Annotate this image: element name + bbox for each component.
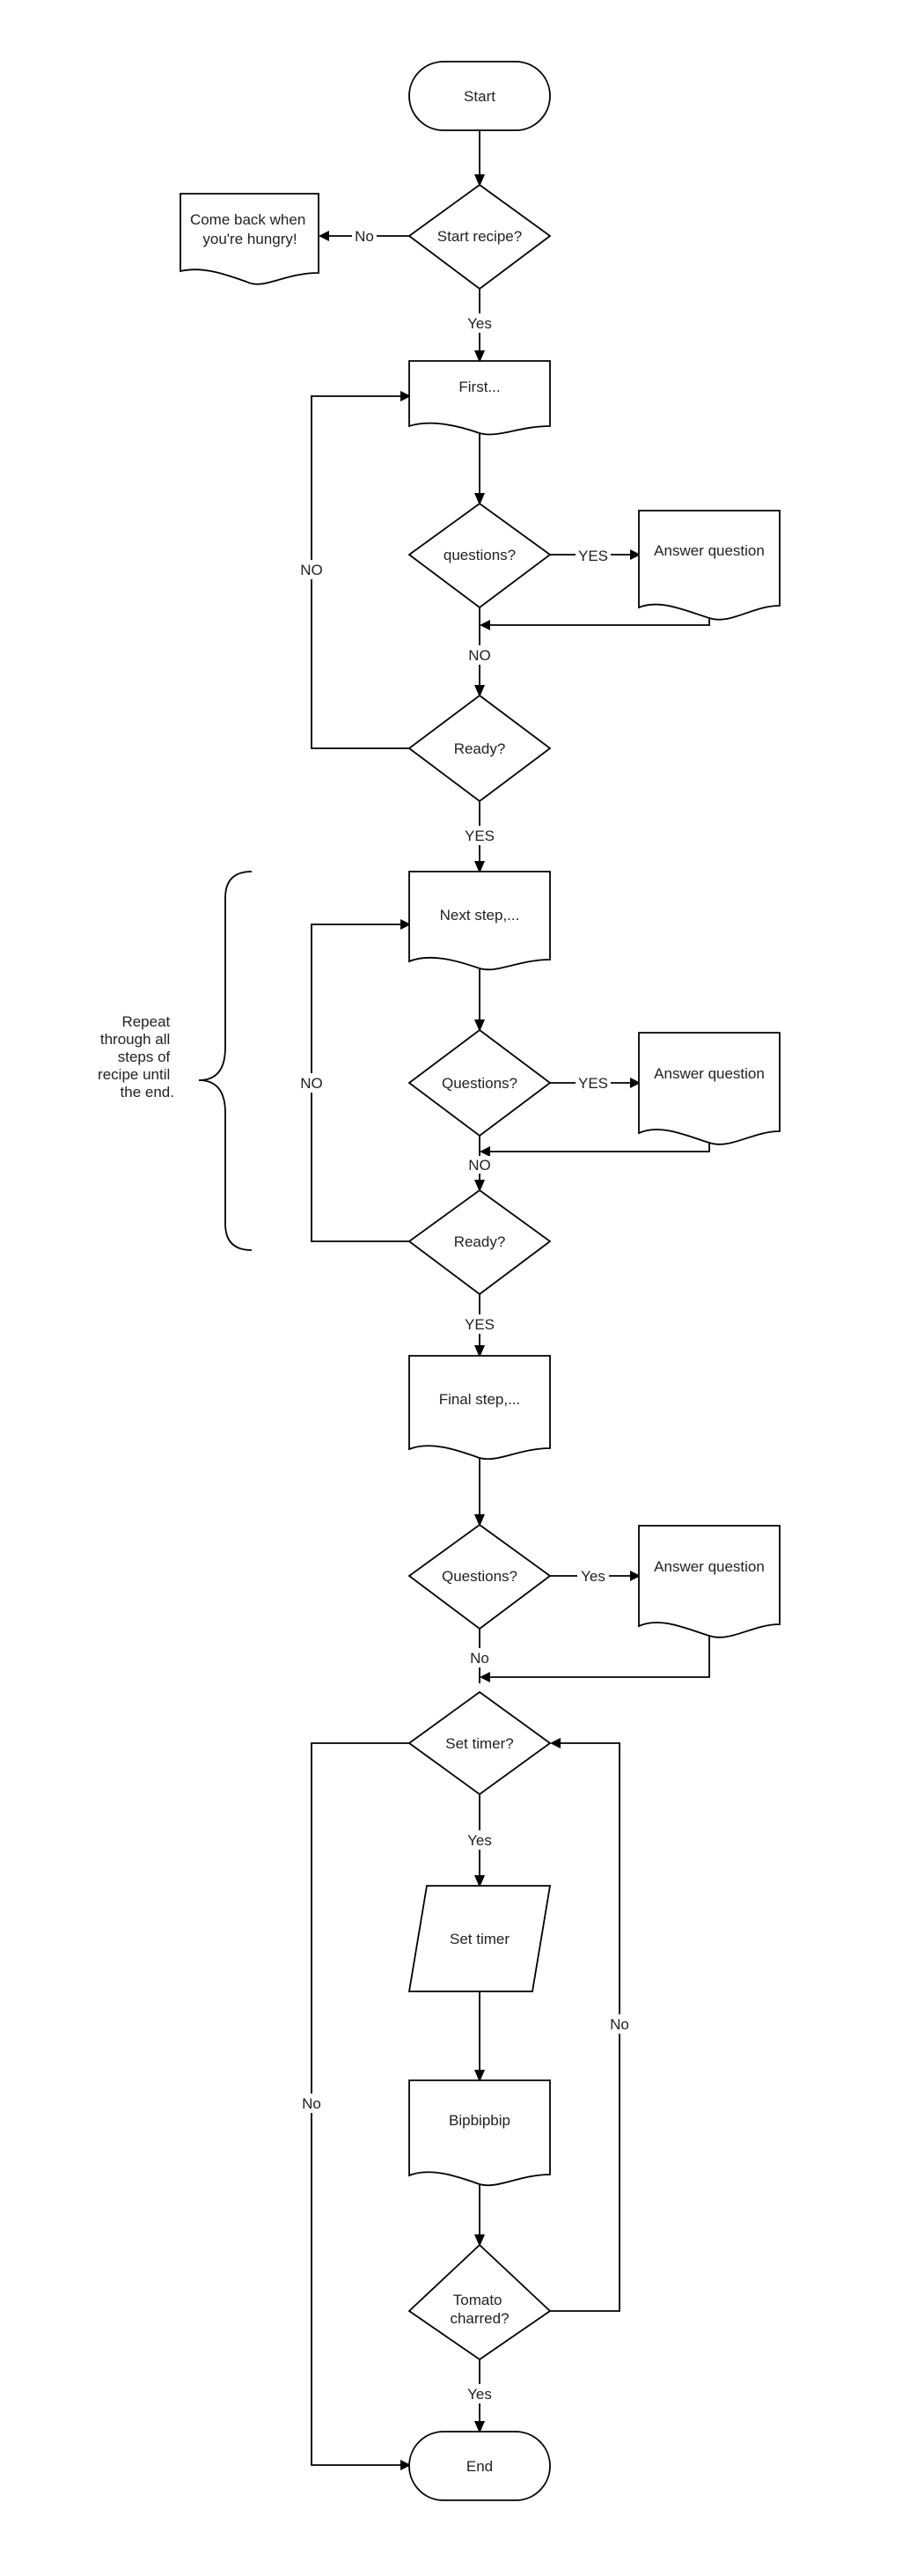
repeat-annotation: Repeat through all steps of recipe until… [98,1013,174,1100]
annotation-line: through all [100,1031,170,1048]
edge-label: No [470,1650,489,1667]
set-timer-label: Set timer [450,1931,510,1947]
arrowhead [550,1738,561,1748]
questions-1-decision: questions? [407,502,552,609]
arrowheads [319,174,641,2470]
bipbipbip-label: Bipbipbip [449,2112,510,2129]
answer-1-label: Answer question [654,542,765,559]
arrowhead [480,1146,490,1157]
arrowhead [480,1672,490,1682]
answer-1-document: Answer question [638,510,781,621]
arrowhead [474,174,485,187]
arrowhead [480,620,490,630]
edge-label: YES [578,548,608,564]
start-recipe-decision: Start recipe? [407,183,552,291]
edge-label: YES [578,1075,608,1092]
questions-2-label: Questions? [442,1075,517,1092]
questions-3-label: Questions? [442,1568,517,1585]
answer-2-document: Answer question [638,1032,781,1145]
edge-label: NO [468,647,491,664]
arrowhead [400,919,411,930]
edge-label: YES [465,1316,495,1333]
annotation-line: the end. [121,1084,174,1100]
arrowhead [474,2234,485,2247]
edge-label: No [610,2016,629,2033]
arrowhead [630,1078,641,1088]
questions-1-label: questions? [444,547,516,563]
edge-label: YES [465,828,495,844]
arrowhead [630,549,641,560]
tomato-decision: Tomato charred? [407,2243,552,2361]
arrowhead [474,1345,485,1358]
annotation-line: recipe until [98,1066,170,1083]
ready-1-label: Ready? [454,740,506,757]
start-terminator: Start [408,61,551,131]
edge-label: No [302,2095,321,2112]
arrowhead [474,1180,485,1192]
arrowhead [400,2460,411,2470]
bipbipbip-document: Bipbipbip [408,2079,551,2187]
annotation-line: steps of [118,1049,171,1065]
edge-set-timer-no-to-end [311,1742,409,2466]
ready-1-decision: Ready? [407,694,552,803]
arrowhead [474,2070,485,2082]
edge-label: Yes [467,1832,492,1849]
arrowhead [474,861,485,873]
set-timer-io: Set timer [407,1885,552,1992]
arrowhead [474,1875,485,1888]
ready-2-decision: Ready? [407,1189,552,1296]
next-step-document: Next step,... [408,871,551,971]
edge-label: No [355,228,374,245]
arrowhead [400,391,411,401]
start-label: Start [464,88,495,105]
arrowhead [474,350,485,363]
set-timer-q-label: Set timer? [445,1735,513,1752]
edge-label: Yes [467,315,492,332]
arrowhead [319,231,329,241]
ready-2-label: Ready? [454,1233,506,1250]
questions-3-decision: Questions? [407,1523,552,1630]
answer-3-label: Answer question [654,1558,765,1575]
edge-label: NO [300,562,323,578]
final-step-document: Final step,... [408,1355,551,1461]
edge-label: NO [300,1075,323,1092]
come-back-document: Come back when you're hungry! [180,193,319,285]
edge-answer-2-return [488,1131,710,1152]
edge-label: NO [468,1157,491,1174]
annotation-line: Repeat [121,1013,170,1030]
questions-2-decision: Questions? [407,1028,552,1137]
final-step-label: Final step,... [439,1391,521,1408]
arrowhead [474,1019,485,1032]
repeat-brace [198,871,253,1251]
next-step-label: Next step,... [440,907,520,924]
answer-2-label: Answer question [654,1065,765,1082]
arrowhead [474,2421,485,2433]
arrowhead [474,685,485,697]
end-terminator: End [408,2431,551,2501]
arrowhead [474,493,485,505]
come-back-label: Come back when you're hungry! [190,211,310,247]
answer-3-document: Answer question [638,1525,781,1638]
first-document: First... [408,360,551,436]
edge-label: Yes [467,2386,492,2403]
tomato-label: Tomato charred? [450,2292,509,2327]
arrowhead [630,1571,641,1581]
edge-labels: No Yes YES NO NO YES YES NO NO YES Yes N… [294,225,634,2403]
edge-answer-3-return [488,1624,710,1678]
arrowhead [474,1514,485,1527]
first-label: First... [458,379,500,395]
end-label: End [466,2458,493,2475]
set-timer-decision: Set timer? [407,1690,552,1796]
edge-label: Yes [581,1568,605,1585]
edge-answer-1-return [488,606,710,626]
start-recipe-label: Start recipe? [437,228,522,245]
